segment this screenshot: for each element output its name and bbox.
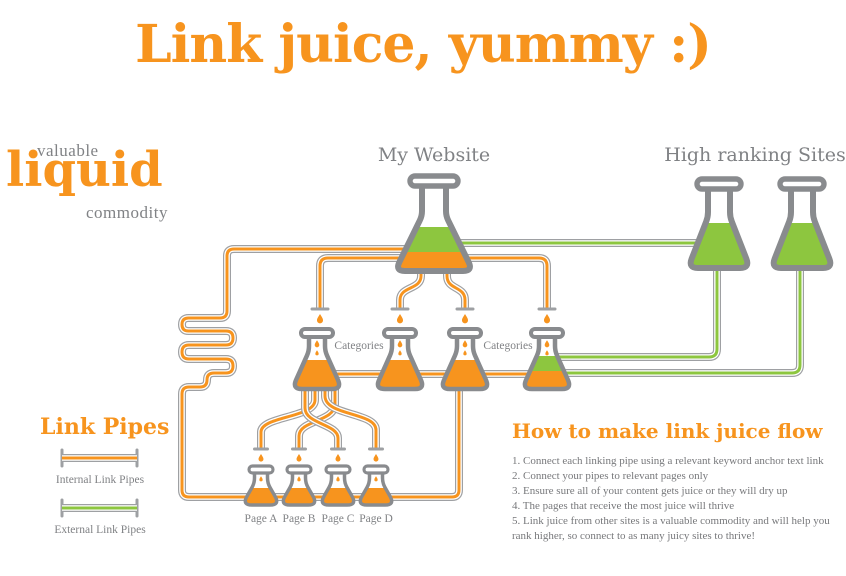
- flask-page-d: [358, 464, 394, 507]
- high-ranking-sites-label: High ranking Sites: [664, 144, 846, 166]
- flask-lip: [324, 464, 352, 475]
- droplet-icon: [315, 350, 319, 356]
- flask-liquid: [283, 488, 315, 505]
- droplet-icon: [463, 350, 467, 356]
- pipe-green-site1-to-category4: [546, 258, 721, 361]
- howto-title: How to make link juice flow: [512, 419, 823, 443]
- tagline-commodity: commodity: [86, 203, 168, 222]
- flask-lip: [446, 326, 484, 340]
- flask-liquid: [524, 371, 570, 389]
- flask-high-site-2: [770, 176, 834, 271]
- flask-lip: [407, 173, 461, 189]
- legend-internal-label: Internal Link Pipes: [55, 474, 145, 486]
- droplet-icon: [462, 340, 468, 348]
- droplet-icon: [336, 476, 340, 482]
- droplet-icon: [259, 476, 263, 482]
- pipes-layer: [178, 239, 804, 501]
- pipe-category1-to-page-c: [301, 383, 342, 448]
- flask-lip: [362, 464, 390, 475]
- flask-category-3: [440, 326, 490, 392]
- page-c-label: Page C: [321, 513, 355, 525]
- droplet-icon: [373, 453, 379, 462]
- pipe-green-site2-to-category4: [546, 258, 804, 377]
- pipe-website-to-category3: [443, 262, 469, 308]
- flask-page-c: [320, 464, 356, 507]
- pipe-website-to-category1: [316, 254, 426, 308]
- flask-high-site-1: [687, 176, 751, 271]
- flask-liquid: [322, 488, 354, 505]
- flask-liquid: [245, 488, 277, 505]
- droplet-icon: [316, 314, 324, 324]
- droplet-icon: [258, 453, 264, 462]
- flasks-layer: [243, 173, 834, 507]
- flask-lip: [777, 176, 827, 192]
- droplet-icon: [398, 350, 402, 356]
- legend-title: Link Pipes: [40, 414, 170, 440]
- page-b-label: Page B: [282, 513, 316, 525]
- categories-label-left: Categories: [334, 340, 384, 352]
- flask-category-1: [292, 326, 342, 392]
- page-a-label: Page A: [244, 513, 278, 525]
- flask-my-website: [395, 173, 473, 274]
- droplet-icon: [544, 340, 550, 348]
- tagline-liquid: liquid: [6, 142, 163, 198]
- droplet-icon: [545, 350, 549, 356]
- howto-step: 5. Link juice from other sites is a valu…: [512, 515, 830, 542]
- droplet-icon: [335, 453, 341, 462]
- flask-lip: [298, 326, 336, 340]
- howto-step: 4. The pages that receive the most juice…: [512, 500, 735, 512]
- page-title: Link juice, yummy :): [135, 14, 712, 75]
- neck-droplets: [259, 340, 550, 482]
- flask-lip: [694, 176, 744, 192]
- pipe-category1-to-page-d: [321, 383, 380, 448]
- flask-lip: [247, 464, 275, 475]
- pipe-website-to-category4: [442, 254, 551, 308]
- droplet-icon: [297, 476, 301, 482]
- howto-steps: 1. Connect each linking pipe using a rel…: [512, 454, 846, 544]
- tagline-valuable: valuable: [37, 141, 99, 160]
- flask-lip: [528, 326, 566, 340]
- flask-category-4: [522, 326, 572, 392]
- pipe-website-to-category2: [396, 262, 425, 308]
- legend-pipes: [60, 448, 139, 518]
- droplet-icon: [396, 314, 404, 324]
- droplet-icon: [314, 340, 320, 348]
- page-d-label: Page D: [359, 513, 393, 525]
- flask-lip: [381, 326, 419, 340]
- droplet-icon: [397, 340, 403, 348]
- flask-page-b: [281, 464, 317, 507]
- droplet-icon: [296, 453, 302, 462]
- droplet-icon: [374, 476, 378, 482]
- flask-liquid: [360, 488, 392, 505]
- pipe-category1-to-page-a: [257, 383, 319, 448]
- legend-external-label: External Link Pipes: [54, 524, 146, 536]
- flask-lip: [285, 464, 313, 475]
- droplet-icon: [461, 314, 469, 324]
- droplet-icon: [543, 314, 551, 324]
- howto-step: 1. Connect each linking pipe using a rel…: [512, 455, 824, 467]
- categories-label-right: Categories: [483, 340, 533, 352]
- pipe-main-loop: [178, 245, 463, 501]
- my-website-label: My Website: [377, 144, 491, 166]
- flask-liquid: [398, 252, 470, 271]
- flask-page-a: [243, 464, 279, 507]
- howto-step: 3. Ensure sure all of your content gets …: [512, 485, 788, 497]
- howto-step: 2. Connect your pipes to relevant pages …: [512, 470, 709, 482]
- flask-category-2: [375, 326, 425, 392]
